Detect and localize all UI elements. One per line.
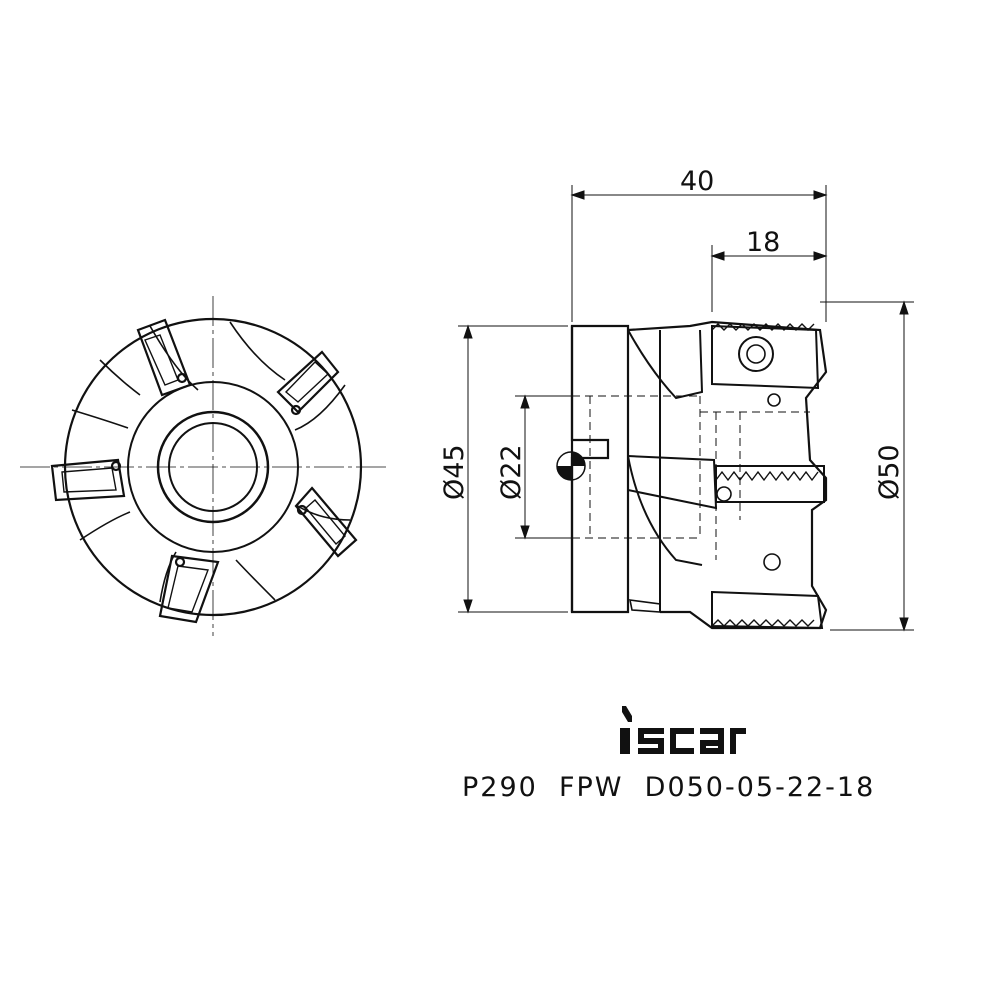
- flutes: [71, 321, 351, 603]
- coolant-hole-lower: [763, 553, 781, 571]
- iscar-logo: [620, 706, 746, 754]
- upper-insert-serration: [711, 323, 815, 331]
- body-outline: [63, 317, 363, 617]
- hub-outline: [127, 381, 299, 553]
- bore-inner: [168, 422, 258, 512]
- bore-outer: [156, 410, 270, 524]
- body-profile: [570, 324, 630, 614]
- bore-hidden-lines: [572, 395, 701, 539]
- insert-top-right: [276, 350, 340, 416]
- middle-screw: [716, 486, 732, 502]
- head-profile: [627, 320, 828, 630]
- dim-bore-diameter: Ø22: [496, 444, 527, 500]
- upper-pocket: [627, 329, 704, 400]
- dim-body-diameter: Ø45: [439, 444, 470, 500]
- dimensions: [458, 185, 914, 632]
- insert-right: [294, 486, 358, 558]
- dim-overall-length: 40: [680, 166, 714, 197]
- dim-cutting-diameter: Ø50: [874, 444, 905, 500]
- coolant-hole-upper: [767, 393, 781, 407]
- lower-insert: [711, 590, 824, 630]
- insert-bottom: [158, 554, 220, 624]
- dim-insert-length: 18: [746, 227, 780, 258]
- insert-left: [50, 458, 126, 502]
- side-view: [556, 320, 828, 630]
- insert-top-left: [136, 318, 192, 397]
- end-view: [20, 296, 390, 636]
- part-number: P290 FPW D050-05-22-18: [462, 772, 876, 803]
- upper-screw: [738, 336, 774, 372]
